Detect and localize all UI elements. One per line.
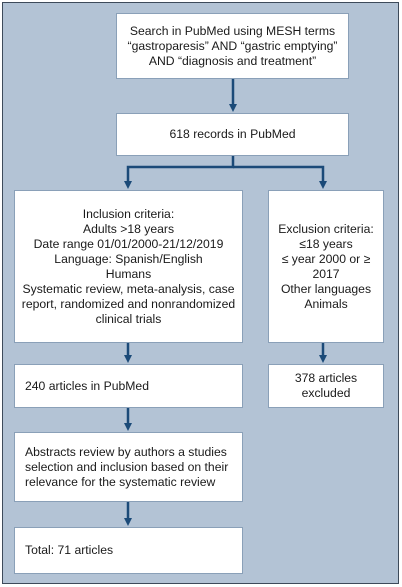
box-text-line: report, randomized and nonrandomized	[21, 296, 236, 311]
box-text-line: Abstracts review by authors a studies	[25, 444, 227, 459]
box-text-line: selection and inclusion based on their	[25, 459, 229, 474]
box-text-line: Language: Spanish/English	[54, 251, 203, 266]
box-text-line: Search in PubMed using MESH terms	[129, 23, 336, 38]
box-text-line: “gastroparesis” AND “gastric emptying”	[127, 38, 338, 53]
box-text-line: Inclusion criteria:	[82, 206, 175, 221]
box-text-line: ≤ year 2000 or ≥	[281, 251, 371, 266]
box-text-line: 240 articles in PubMed	[25, 378, 149, 393]
exclusion-criteria-box: Exclusion criteria:≤18 years≤ year 2000 …	[268, 190, 384, 343]
box-text-line: excluded	[301, 386, 351, 400]
articles-240-box: 240 articles in PubMed	[14, 364, 243, 408]
box-text-line: Other languages	[280, 281, 372, 296]
box-text-line: Animals	[304, 296, 348, 311]
records-box: 618 records in PubMed	[116, 113, 349, 156]
search-box: Search in PubMed using MESH terms“gastro…	[116, 13, 349, 79]
box-text-line: ≤18 years	[299, 236, 353, 251]
box-text-line: AND “diagnosis and treatment”	[148, 53, 317, 68]
box-text-line: 618 records in PubMed	[169, 127, 296, 141]
arrow-records-to-exclusion	[233, 165, 327, 189]
arrow-records-to-inclusion	[124, 156, 235, 189]
box-text-line: Adults >18 years	[82, 221, 175, 236]
box-text-line: relevance for the systematic review	[25, 474, 216, 489]
box-text-line: Humans	[105, 266, 152, 281]
box-text-line: Exclusion criteria:	[278, 221, 374, 236]
box-text-line: clinical trials	[95, 311, 162, 326]
box-text-line: Total: 71 articles	[25, 543, 114, 557]
total-box: Total: 71 articles	[14, 527, 243, 574]
box-text-line: Systematic review, meta-analysis, case	[22, 281, 235, 296]
box-text-line: 2017	[312, 266, 340, 281]
box-text-line: Date range 01/01/2000-21/12/2019	[33, 236, 224, 251]
box-text-line: 378 articles	[294, 371, 358, 385]
